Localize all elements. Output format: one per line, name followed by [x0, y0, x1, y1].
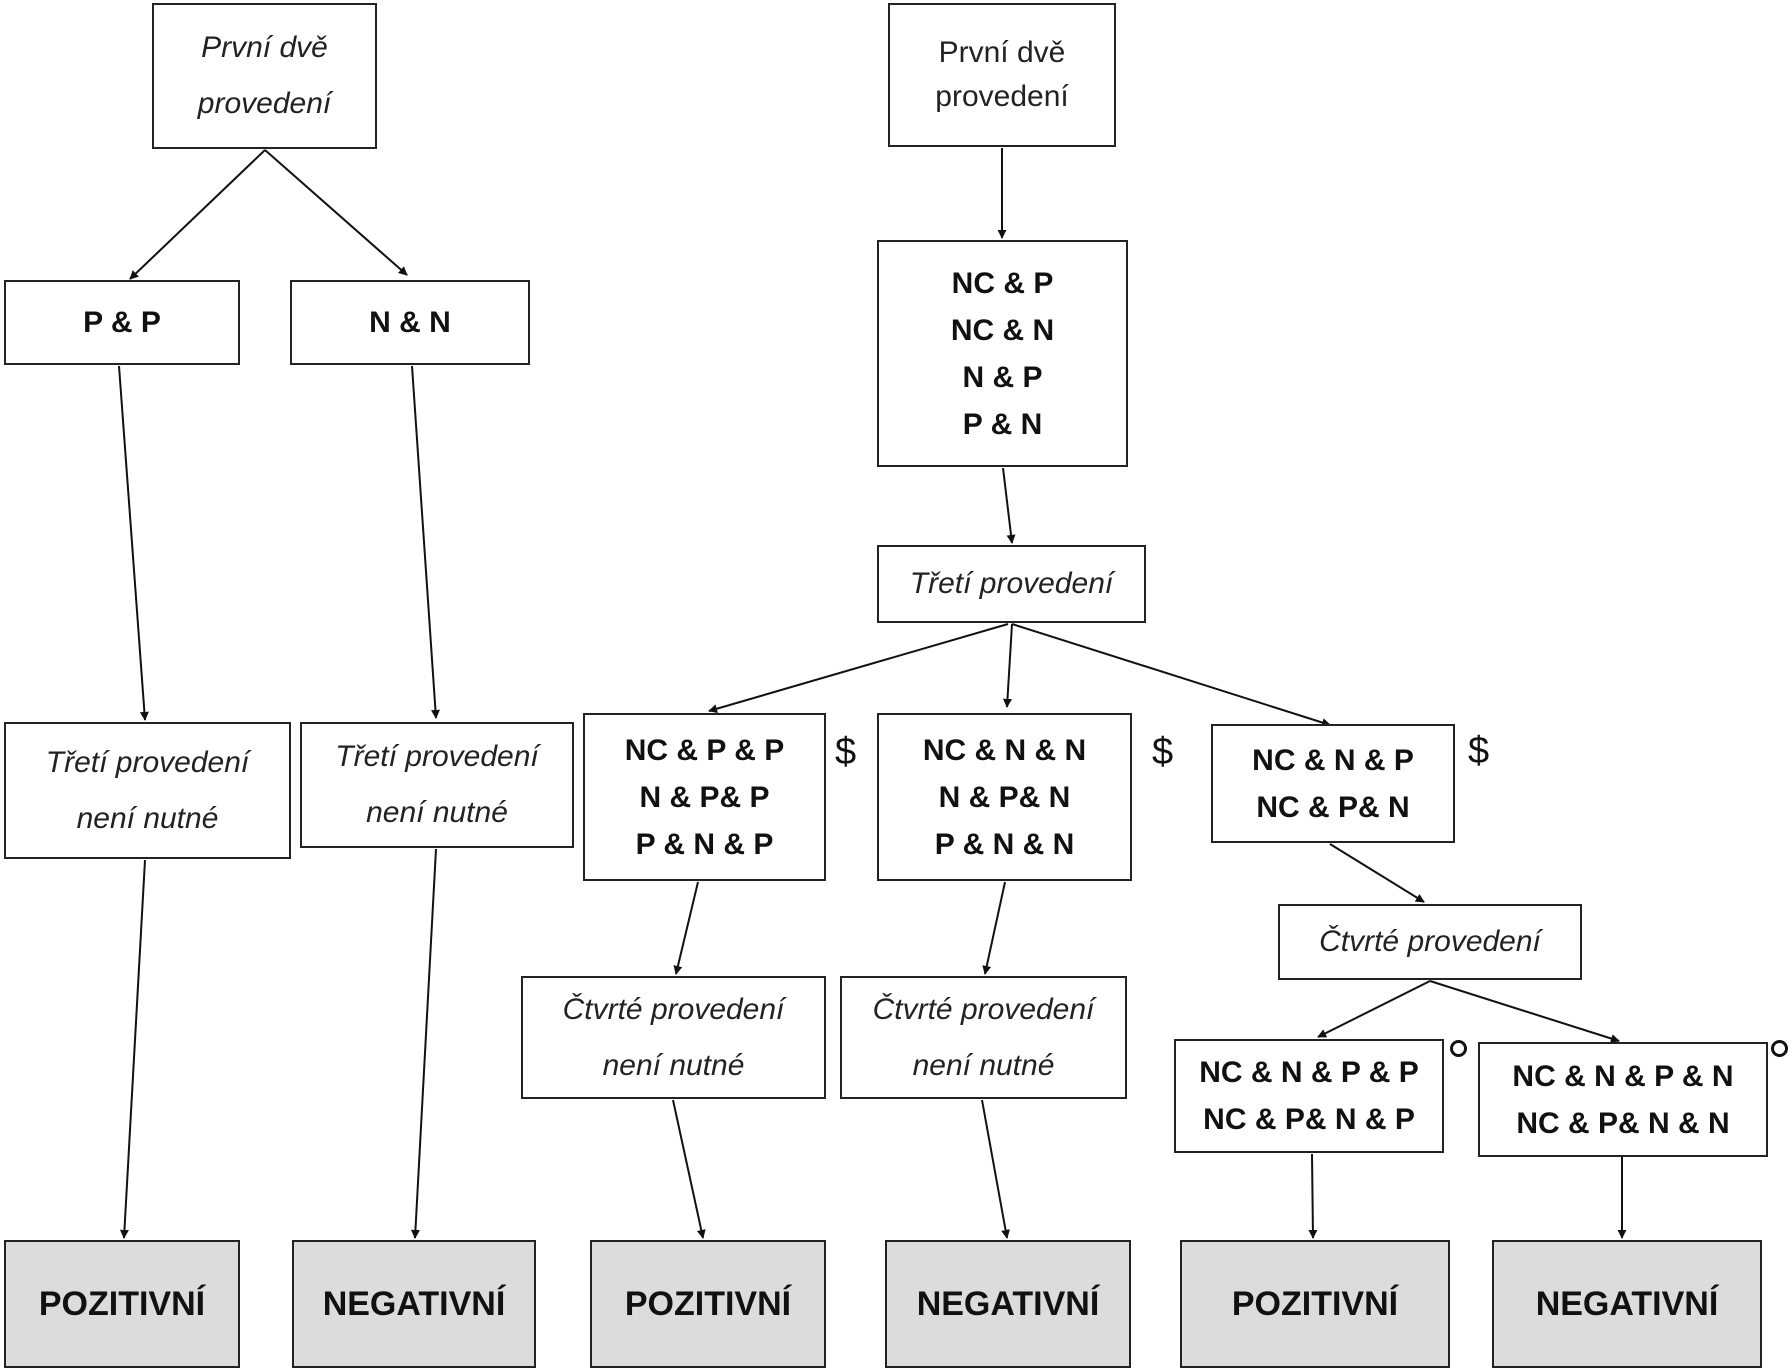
edge-mixed-to-third [1002, 467, 1016, 544]
branch-mix-line1: NC & N & P [1252, 743, 1414, 777]
left-root-line2: provedení [197, 87, 332, 120]
left-nn-node: N & N [290, 280, 530, 365]
result-negative-label: NEGATIVNÍ [916, 1284, 1100, 1323]
branch-mix-node: NC & N & P NC & P& N [1211, 724, 1455, 843]
branch-n-line1: NC & N & N [922, 733, 1087, 767]
left-pp-label: P & P [83, 306, 161, 339]
left-root-node: První dvě provedení [152, 3, 377, 149]
fourth-not-needed-line2: není nutné [912, 1048, 1055, 1082]
branch-p-node: NC & P & P N & P& P P & N & P [583, 713, 826, 881]
edge-fourth-nn1-to-pos [672, 1099, 706, 1239]
fourth-n-line1: NC & N & P & N [1512, 1059, 1734, 1093]
branch-mix-line2: NC & P& N [1256, 790, 1410, 824]
branch-p-line2: N & P& P [639, 780, 770, 814]
fourth-not-needed-line1: Čtvrté provedení [872, 992, 1095, 1026]
right-result-positive-2: POZITIVNÍ [1180, 1240, 1450, 1368]
edge-root-left-to-nn [264, 149, 408, 276]
left-third-not-needed-node-2: Třetí provedení není nutné [300, 722, 574, 848]
left-nn-label: N & N [369, 306, 451, 339]
dollar-mark-3: $ [1468, 730, 1490, 772]
branch-p-line1: NC & P & P [624, 733, 785, 767]
edge-fourth-to-n [1429, 980, 1620, 1043]
third-not-needed-line2: není nutné [366, 796, 508, 829]
right-result-positive-1: POZITIVNÍ [590, 1240, 826, 1368]
branch-n-node: NC & N & N N & P& N P & N & N [877, 713, 1132, 881]
fourth-not-needed-node-2: Čtvrté provedení není nutné [840, 976, 1127, 1099]
edge-fourth-p-to-pos [1308, 1153, 1318, 1239]
fourth-p-node: NC & N & P & P NC & P& N & P [1174, 1039, 1444, 1153]
edge-third-to-pos [119, 859, 146, 1239]
fourth-n-line2: NC & P& N & N [1516, 1106, 1730, 1140]
right-fourth-node: Čtvrté provedení [1278, 904, 1582, 980]
edge-third-to-branch-p [708, 623, 1009, 714]
right-mixed-node: NC & P NC & N N & P P & N [877, 240, 1128, 467]
right-root-node: První dvě provedení [888, 3, 1116, 147]
result-negative-label: NEGATIVNÍ [1535, 1284, 1719, 1323]
result-negative-label: NEGATIVNÍ [322, 1284, 506, 1323]
degree-mark-2 [1771, 1040, 1788, 1057]
degree-mark-1 [1450, 1040, 1467, 1057]
edge-branch-p-to-fourth [673, 881, 699, 975]
left-pp-node: P & P [4, 280, 240, 365]
fourth-not-needed-line2: není nutné [602, 1048, 745, 1082]
right-root-line1: První dvě [938, 36, 1066, 69]
branch-n-line3: P & N & N [934, 827, 1075, 861]
branch-p-line3: P & N & P [635, 827, 774, 861]
edge-branch-n-to-fourth [982, 881, 1006, 975]
third-not-needed-line2: není nutné [76, 801, 219, 835]
fourth-not-needed-line1: Čtvrté provedení [562, 992, 785, 1026]
edge-third-to-branch-mix [1011, 623, 1331, 727]
mixed-line1: NC & P [951, 266, 1054, 300]
fourth-n-node: NC & N & P & N NC & P& N & N [1478, 1042, 1768, 1157]
third-not-needed-line1: Třetí provedení [45, 745, 250, 779]
third-not-needed-line1: Třetí provedení [335, 740, 539, 773]
right-third-label: Třetí provedení [909, 567, 1114, 600]
edge-fourth-to-p [1317, 980, 1431, 1038]
result-positive-label: POZITIVNÍ [624, 1284, 792, 1323]
edge-third-to-branch-n [1002, 623, 1013, 708]
left-result-positive: POZITIVNÍ [4, 1240, 240, 1368]
edge-third-to-neg [410, 848, 437, 1239]
edge-fourth-nn2-to-neg [981, 1099, 1010, 1239]
edge-branch-mix-to-fourth [1329, 843, 1425, 903]
left-root-line1: První dvě [201, 31, 328, 64]
edge-pp-to-third [118, 365, 149, 721]
right-result-negative-2: NEGATIVNÍ [1492, 1240, 1762, 1368]
left-third-not-needed-node-1: Třetí provedení není nutné [4, 722, 291, 859]
left-result-negative: NEGATIVNÍ [292, 1240, 536, 1368]
result-positive-label: POZITIVNÍ [38, 1284, 206, 1323]
result-positive-label: POZITIVNÍ [1231, 1284, 1399, 1323]
dollar-mark-2: $ [1152, 731, 1174, 773]
mixed-line3: N & P [962, 360, 1043, 394]
fourth-not-needed-node-1: Čtvrté provedení není nutné [521, 976, 826, 1099]
fourth-p-line1: NC & N & P & P [1199, 1056, 1419, 1089]
branch-n-line2: N & P& N [938, 780, 1071, 814]
mixed-line4: P & N [962, 407, 1043, 441]
edge-root-left-to-pp [129, 149, 266, 280]
edge-nn-to-third [411, 365, 440, 719]
fourth-p-line2: NC & P& N & P [1203, 1103, 1415, 1136]
mixed-line2: NC & N [950, 313, 1055, 347]
right-root-line2: provedení [935, 80, 1069, 113]
right-third-node: Třetí provedení [877, 545, 1146, 623]
dollar-mark-1: $ [835, 731, 857, 773]
right-result-negative-1: NEGATIVNÍ [885, 1240, 1131, 1368]
right-fourth-label: Čtvrté provedení [1319, 925, 1541, 958]
